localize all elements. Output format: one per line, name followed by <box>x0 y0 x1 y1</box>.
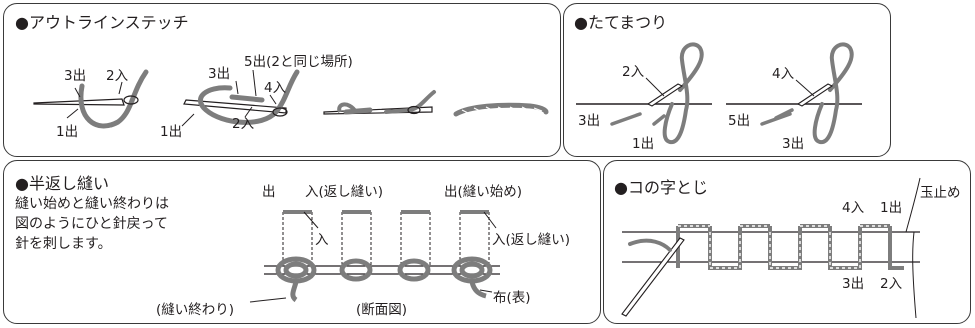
label-5-out-c: 5出 <box>728 113 750 129</box>
tatematsuri-step-a: 2入 3出 1出 <box>576 42 712 152</box>
tatematsuri-step-b: 4入 5出 3出 <box>726 42 862 152</box>
label-in-return-2: 入(返し縫い) <box>492 232 570 248</box>
thread-1 <box>78 69 149 129</box>
label-in4: 4入 <box>842 200 865 216</box>
konoji-title: ●コの字とじ <box>614 178 708 197</box>
label-out3: 3出 <box>842 276 864 292</box>
konoji-needle <box>621 237 685 317</box>
label-tama: 玉止め <box>920 185 961 201</box>
outline-stitch-panel <box>3 3 561 157</box>
section-thread <box>275 256 493 303</box>
label-out1: 1出 <box>880 200 902 216</box>
han-gaeshi-desc-line-3: 針を刺します。 <box>15 236 112 252</box>
outline-stitch-title: ●アウトラインステッチ <box>15 13 189 32</box>
label-cloth: 布(表) <box>493 290 531 306</box>
han-gaeshi-desc-line-2: 図のようにひと針戻って <box>15 216 168 232</box>
label-in2: 2入 <box>880 276 903 292</box>
label-out: 出 <box>262 184 276 200</box>
konoji-panel <box>603 160 971 324</box>
outline-step-1: 3出 2入 1出 <box>33 68 149 140</box>
label-2-in-a: 2入 <box>106 68 129 84</box>
label-4-in: 4入 <box>264 80 287 96</box>
outline-finished <box>453 102 549 117</box>
label-in: 入 <box>315 232 329 248</box>
thread-b <box>812 42 854 145</box>
label-5-out: 5出(2と同じ場所) <box>244 54 353 70</box>
label-1-out-b: 1出 <box>160 124 182 140</box>
label-3-out-d: 3出 <box>782 136 804 152</box>
label-3-out-b: 3出 <box>208 66 230 82</box>
label-2-in-b: 2入 <box>232 116 255 132</box>
han-gaeshi-diagram: 出 入(返し縫い) 出(縫い始め) 入 入(返し縫い) 布(表) (縫い終わり)… <box>156 184 570 318</box>
label-section: (断面図) <box>356 302 407 318</box>
needle-2 <box>183 99 287 114</box>
label-end: (縫い終わり) <box>156 302 234 318</box>
han-gaeshi-desc-line-1: 縫い始めと縫い終わりは <box>15 196 169 212</box>
stitch-hole-1 <box>123 95 139 105</box>
outline-step-3 <box>323 90 436 115</box>
label-out-start: 出(縫い始め) <box>444 184 522 200</box>
label-3-out-c: 3出 <box>578 113 600 129</box>
thread-2 <box>198 69 300 125</box>
tatematsuri-title: ●たてまつり <box>574 13 668 32</box>
han-gaeshi-title: ●半返し縫い <box>15 174 109 193</box>
label-2-in-c: 2入 <box>622 64 645 80</box>
han-gaeshi-panel <box>3 160 601 324</box>
thread-a <box>662 42 704 145</box>
outline-step-2: 3出 5出(2と同じ場所) 4入 2入 1出 <box>160 54 353 140</box>
label-4-in-c: 4入 <box>772 66 795 82</box>
label-in-return: 入(返し縫い) <box>305 184 383 200</box>
label-3-out-a: 3出 <box>64 68 86 84</box>
label-1-out-c: 1出 <box>632 136 654 152</box>
konoji-diagram: 玉止め 4入 1出 3出 2入 <box>621 177 961 319</box>
label-1-out-a: 1出 <box>56 124 78 140</box>
